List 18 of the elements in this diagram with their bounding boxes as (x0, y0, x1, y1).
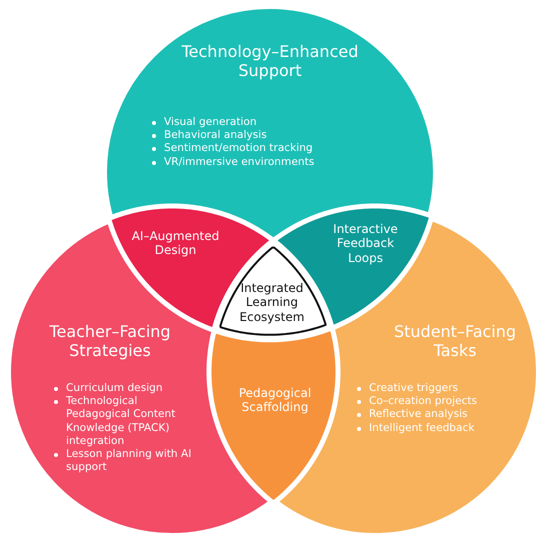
list-item: Technological Pedagogical Content Knowledge (TPACK) integration (66, 395, 176, 448)
circle-heading: Teacher–Facing Strategies (48, 322, 172, 360)
list-item: Behavioral analysis (164, 129, 267, 142)
region-label: Pedagogical Scaffolding (238, 386, 312, 415)
list-item: Creative triggers (369, 382, 458, 396)
list-item: Sentiment/emotion tracking (164, 142, 313, 156)
region-label: Interactive Feedback Loops (332, 222, 399, 266)
list-item: Intelligent feedback (369, 422, 474, 435)
list-item: Visual generation (164, 116, 257, 130)
list-item: VR/immersive environments (164, 156, 314, 169)
region-label: AI–Augmented Design (130, 229, 220, 258)
list-item: Reflective analysis (369, 408, 468, 422)
circle-heading: Technology–Enhanced Support (180, 42, 360, 80)
list-item: Co–creation projects (369, 395, 478, 408)
circle-heading: Student–Facing Tasks (392, 322, 518, 360)
list-item: Lesson planning with AI support (66, 448, 192, 475)
list-item: Curriculum design (66, 382, 163, 396)
region-label: Integrated Learning Ecosystem (238, 280, 306, 324)
